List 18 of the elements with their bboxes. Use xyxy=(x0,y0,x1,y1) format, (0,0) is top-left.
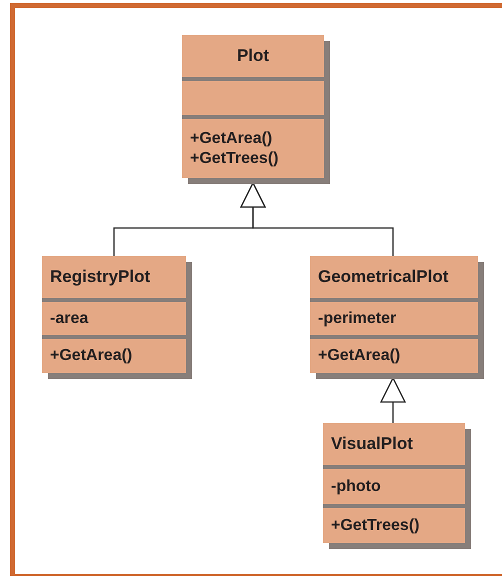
inheritance-arrow xyxy=(240,182,394,256)
class-member: +GetTrees() xyxy=(190,148,280,168)
class-name: GeometricalPlot xyxy=(318,266,450,288)
class-name: RegistryPlot xyxy=(50,266,152,288)
class-member: +GetArea() xyxy=(190,128,274,148)
class-member: -photo xyxy=(331,476,382,496)
class-member: +GetArea() xyxy=(318,346,402,366)
class-box xyxy=(310,256,478,373)
class-member: +GetArea() xyxy=(50,346,134,366)
class-box xyxy=(182,35,324,178)
inheritance-arrow xyxy=(380,377,406,423)
class-box xyxy=(42,256,186,373)
class-box xyxy=(323,423,465,543)
class-member: +GetTrees() xyxy=(331,516,420,536)
class-member: -area xyxy=(50,308,90,328)
class-name: Plot xyxy=(236,45,270,67)
class-member: -perimeter xyxy=(318,308,398,328)
class-name: VisualPlot xyxy=(331,433,414,455)
